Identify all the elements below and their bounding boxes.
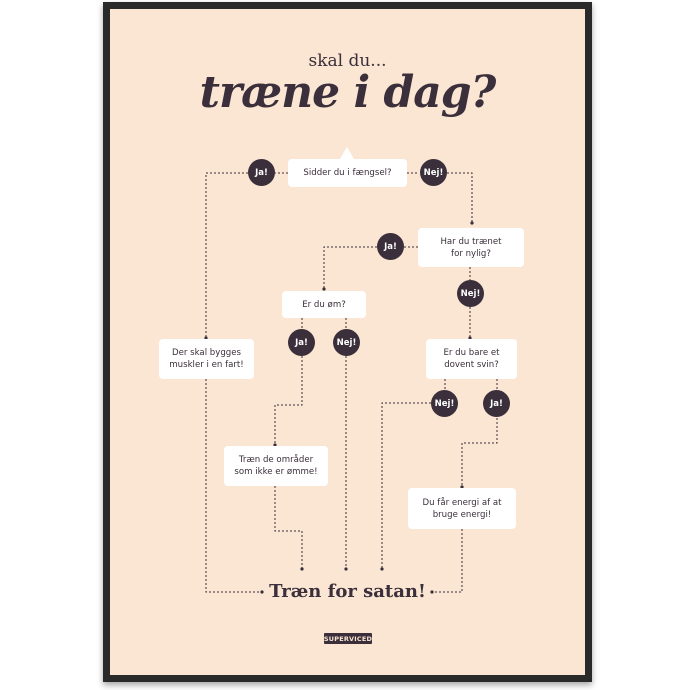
connector-energy-final: [432, 529, 463, 593]
brand-logo: SUPERVICED: [323, 633, 373, 644]
question-prison: Sidder du i fængsel?: [288, 159, 407, 187]
badge-no-trained: Nej!: [457, 280, 484, 307]
badge-no-prison: Nej!: [420, 159, 447, 186]
question-lazy: Er du bare et dovent svin?: [426, 339, 517, 379]
arrow-dot-final-5: [430, 590, 434, 594]
arrow-dot-muscles: [204, 336, 208, 340]
arrow-dot-areas: [273, 443, 277, 447]
arrow-dot-final-1: [300, 567, 304, 571]
arrow-dot-final-3: [380, 567, 384, 571]
badge-yes-prison: Ja!: [248, 159, 275, 186]
answer-muscles: Der skal bygges muskler i en fart!: [159, 339, 254, 379]
final-answer: Træn for satan!: [269, 581, 426, 602]
arrow-dot-final-2: [344, 567, 348, 571]
badge-no-sore: Nej!: [333, 329, 360, 356]
arrow-dot-final-4: [260, 590, 264, 594]
connector-yes-areas: [274, 356, 303, 445]
badge-no-lazy: Nej!: [431, 390, 458, 417]
connector-yes-sore: [323, 246, 377, 289]
arrow-dot-lazy: [468, 336, 472, 340]
connector-no-trained: [447, 172, 473, 223]
connector-yes-energy: [461, 418, 498, 487]
arrow-dot-energy: [460, 485, 464, 489]
answer-areas: Træn de områder som ikke er ømme!: [224, 446, 328, 486]
badge-yes-trained: Ja!: [377, 233, 404, 260]
arrow-dot-trained: [470, 221, 474, 225]
pre-title: skal du...: [308, 51, 387, 71]
badge-yes-lazy: Ja!: [483, 390, 510, 417]
question-sore: Er du øm?: [282, 291, 366, 318]
answer-energy: Du får energi af at bruge energi!: [408, 488, 516, 529]
connector-no-final-right: [381, 402, 431, 569]
question-pointer: [340, 147, 354, 159]
main-title: træne i dag?: [199, 67, 497, 118]
poster: skal du... træne i dag?: [110, 9, 585, 675]
connector-yes-muscles: [205, 172, 248, 339]
arrow-dot-sore: [322, 287, 326, 291]
connector-muscles-final: [205, 379, 262, 593]
flowchart-connectors: [204, 147, 498, 594]
question-trained: Har du trænet for nylig?: [418, 228, 524, 267]
connector-areas-final: [274, 486, 303, 569]
badge-yes-sore: Ja!: [288, 329, 315, 356]
